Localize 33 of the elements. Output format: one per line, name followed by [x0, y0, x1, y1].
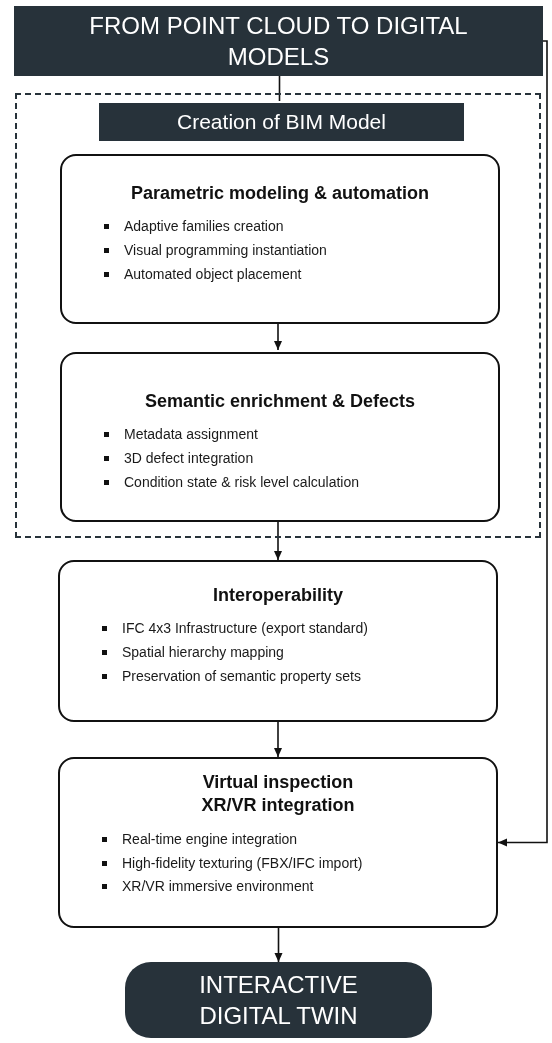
dashed-group-box [15, 93, 541, 538]
card-heading: Virtual inspection XR/VR integration [200, 771, 356, 818]
terminal-box [125, 962, 432, 1038]
connector-line [278, 75, 281, 102]
bullet-item: XR/VR immersive environment [100, 875, 314, 900]
section-band [99, 103, 464, 141]
bullet-item: Condition state & risk level calculation [102, 471, 359, 495]
banner-text: Creation of BIM Model [177, 109, 386, 136]
card-heading: Parametric modeling & automation [130, 182, 430, 205]
bullet-item: Metadata assignment [102, 423, 258, 448]
arrow [274, 321, 282, 351]
arrow [274, 519, 282, 561]
bullet-item: High-fidelity texturing (FBX/IFC import) [100, 851, 363, 876]
process-card [60, 352, 500, 522]
bullet-item: Spatial hierarchy mapping [100, 641, 284, 665]
process-card [58, 757, 498, 928]
card-heading: Semantic enrichment & Defects [144, 390, 416, 413]
banner-text: INTERACTIVE DIGITAL TWIN [198, 969, 359, 1031]
process-card [58, 560, 498, 722]
bullet-item: 3D defect integration [102, 447, 254, 471]
title-banner [14, 6, 543, 76]
bullet-item: Real-time engine integration [100, 827, 298, 852]
bullet-item: Automated object placement [102, 263, 302, 287]
bullet-item: Adaptive families creation [102, 215, 284, 240]
arrow [274, 927, 283, 963]
bullet-item: Visual programming instantiation [102, 239, 327, 263]
arrow [497, 40, 548, 847]
banner-text: FROM POINT CLOUD TO DIGITAL MODELS [88, 10, 469, 72]
card-heading: Interoperability [213, 584, 343, 607]
bullet-item: Preservation of semantic property sets [100, 665, 361, 689]
bullet-item: IFC 4x3 Infrastructure (export standard) [100, 617, 368, 642]
arrow [274, 721, 282, 758]
process-card [60, 154, 500, 324]
